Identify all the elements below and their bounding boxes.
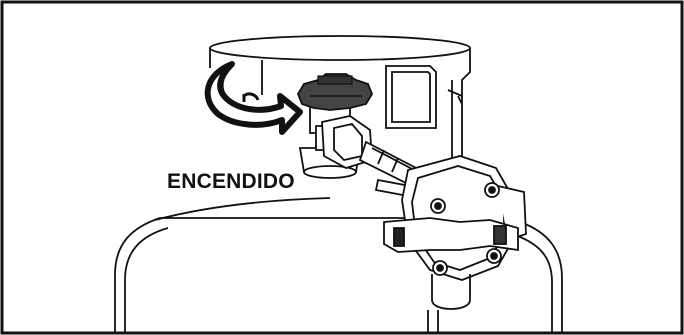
pressure-regulator-icon <box>384 156 526 333</box>
valve-handwheel-icon <box>298 74 372 110</box>
encendido-label: ENCENDIDO <box>167 170 295 194</box>
rotation-arrow-icon <box>208 64 300 132</box>
